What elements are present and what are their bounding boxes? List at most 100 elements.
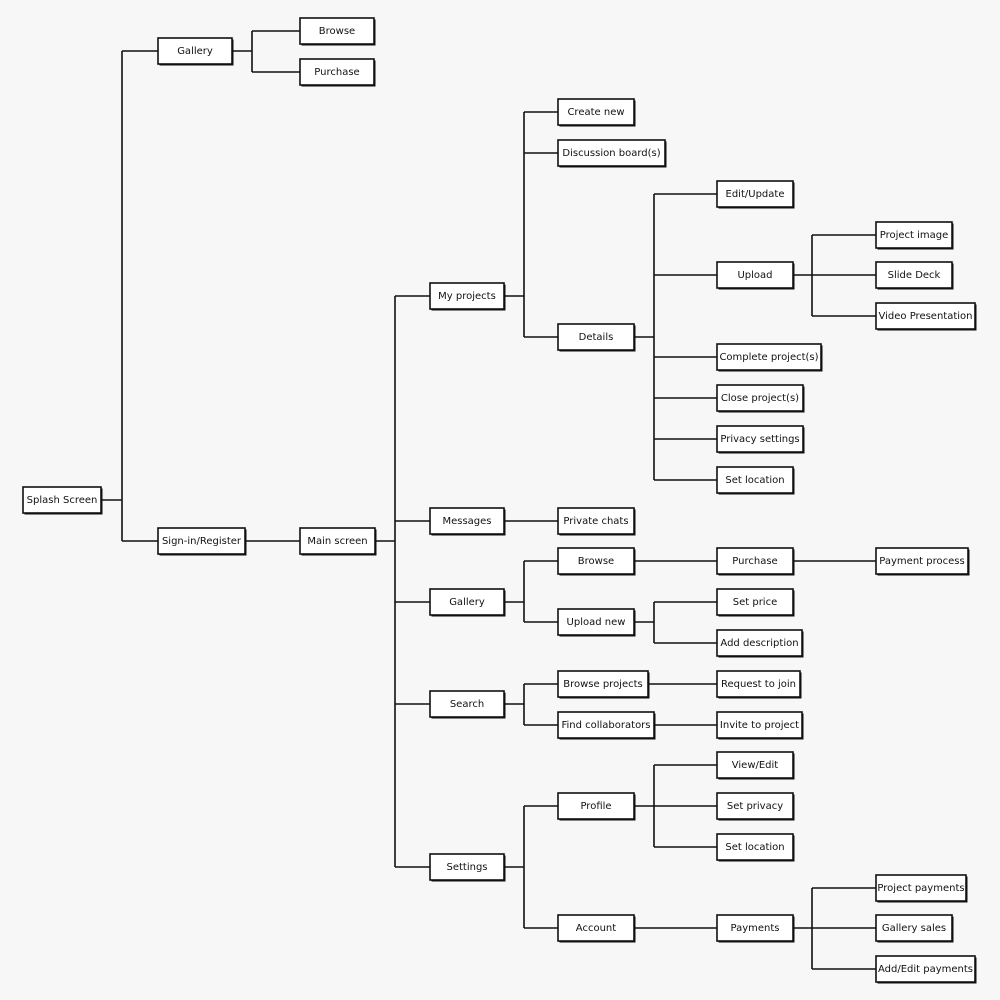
node-box xyxy=(716,547,794,575)
node-box xyxy=(429,690,505,718)
node-box xyxy=(716,384,804,412)
node-box xyxy=(157,37,233,65)
node-browse: Browse xyxy=(299,17,376,46)
node-label: Project payments xyxy=(877,883,964,894)
node-label: Upload new xyxy=(567,617,626,628)
node-label: Invite to project xyxy=(720,720,799,731)
node-box xyxy=(557,670,649,698)
node-label: Discussion board(s) xyxy=(562,148,660,159)
node-label: Close project(s) xyxy=(721,393,799,404)
node-upload-new: Upload new xyxy=(557,608,636,637)
node-video-presentation: Video Presentation xyxy=(875,302,977,331)
node-box xyxy=(299,58,375,86)
node-box xyxy=(429,507,505,535)
node-privacy-settings: Privacy settings xyxy=(716,425,805,454)
node-add-description: Add description xyxy=(716,629,804,658)
node-box xyxy=(157,527,246,555)
node-box xyxy=(716,588,794,616)
node-box xyxy=(716,670,801,698)
connector-search-search xyxy=(504,683,558,726)
node-label: Upload xyxy=(737,270,772,281)
node-box xyxy=(557,323,635,351)
node-profile: Profile xyxy=(557,792,636,821)
node-label: Set location xyxy=(725,842,784,853)
node-label: Splash Screen xyxy=(27,495,98,506)
node-label: View/Edit xyxy=(732,760,779,771)
node-label: Video Presentation xyxy=(879,311,973,322)
node-box xyxy=(875,221,953,249)
node-label: Browse xyxy=(319,26,355,37)
node-label: Complete project(s) xyxy=(719,352,818,363)
node-label: Slide Deck xyxy=(888,270,941,281)
node-label: Private chats xyxy=(563,516,628,527)
node-label: Main screen xyxy=(307,536,367,547)
node-box xyxy=(875,955,976,983)
node-set-location: Set location xyxy=(716,466,795,495)
node-settings: Settings xyxy=(429,853,506,882)
node-private-chats: Private chats xyxy=(557,507,636,536)
connector-upload-upload xyxy=(793,234,876,317)
node-box xyxy=(557,711,655,739)
connector-payments-payments xyxy=(793,887,876,970)
node-complete-project-s: Complete project(s) xyxy=(716,343,823,372)
node-project-image: Project image xyxy=(875,221,954,250)
node-payment-process: Payment process xyxy=(875,547,970,576)
node-label: Set privacy xyxy=(727,801,783,812)
connector-my-projects-myprojects xyxy=(504,111,558,338)
node-box xyxy=(429,282,505,310)
node-upload: Upload xyxy=(716,261,795,290)
node-set-location: Set location xyxy=(716,833,795,862)
node-edit-update: Edit/Update xyxy=(716,180,795,209)
connector-profile-profile xyxy=(634,764,717,848)
node-box xyxy=(716,711,803,739)
node-label: Create new xyxy=(567,107,624,118)
node-set-price: Set price xyxy=(716,588,795,617)
node-gallery: Gallery xyxy=(429,588,506,617)
node-label: Add/Edit payments xyxy=(878,964,973,975)
node-discussion-board-s: Discussion board(s) xyxy=(557,139,667,168)
node-payments: Payments xyxy=(716,914,795,943)
node-box xyxy=(557,98,635,126)
node-box xyxy=(557,139,666,167)
node-sign-in-register: Sign-in/Register xyxy=(157,527,247,556)
node-label: Set price xyxy=(733,597,778,608)
node-label: Messages xyxy=(442,516,491,527)
node-label: Privacy settings xyxy=(720,434,799,445)
node-label: Purchase xyxy=(732,556,777,567)
node-splash-screen: Splash Screen xyxy=(22,486,103,515)
node-search: Search xyxy=(429,690,506,719)
node-box xyxy=(716,261,794,289)
connector-gallery-gallery2 xyxy=(504,560,558,623)
node-account: Account xyxy=(557,914,636,943)
node-box xyxy=(429,853,505,881)
connector-splash-screen-splash xyxy=(101,50,158,542)
node-box xyxy=(22,486,102,514)
node-box xyxy=(875,874,967,902)
node-label: Gallery sales xyxy=(882,923,946,934)
node-box xyxy=(299,17,375,45)
node-box xyxy=(557,608,635,636)
node-box xyxy=(429,588,505,616)
node-my-projects: My projects xyxy=(429,282,506,311)
connector-main-screen-main xyxy=(375,295,430,868)
node-box xyxy=(716,425,804,453)
node-box xyxy=(716,629,803,657)
node-label: Details xyxy=(579,332,614,343)
node-label: Purchase xyxy=(314,67,359,78)
node-label: Search xyxy=(450,699,484,710)
node-label: Edit/Update xyxy=(726,189,785,200)
node-label: Gallery xyxy=(177,46,213,57)
node-details: Details xyxy=(557,323,636,352)
node-label: Add description xyxy=(720,638,798,649)
node-box xyxy=(557,507,635,535)
node-messages: Messages xyxy=(429,507,506,536)
node-box xyxy=(716,180,794,208)
node-label: Payment process xyxy=(879,556,964,567)
connector-gallery-gallery_top xyxy=(232,30,300,73)
node-label: Request to join xyxy=(721,679,796,690)
node-request-to-join: Request to join xyxy=(716,670,802,699)
node-project-payments: Project payments xyxy=(875,874,968,903)
node-box xyxy=(299,527,376,555)
node-gallery: Gallery xyxy=(157,37,234,66)
